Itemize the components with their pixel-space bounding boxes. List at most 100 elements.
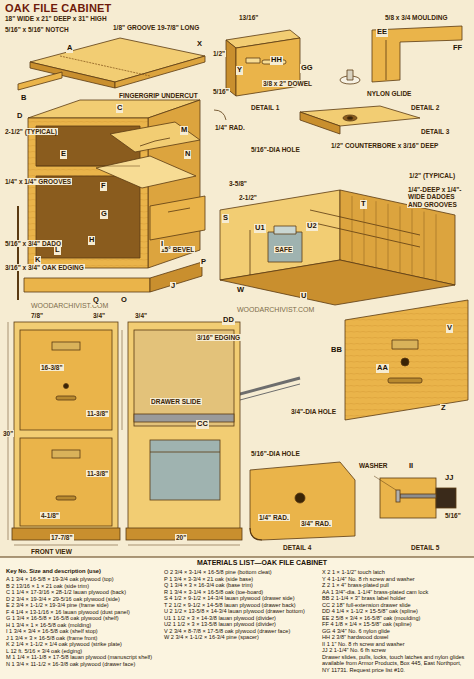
detail-sketches: [347, 70, 353, 80]
table-row: CC 2 18" full-extension drawer slide: [322, 602, 411, 609]
side-view: [150, 440, 220, 500]
callout-letter: T: [360, 200, 367, 209]
table-row: H 1 3/4 × 1 × 16-5/8 oak (molding): [6, 622, 91, 629]
dimension-note: DETAIL 5: [410, 544, 440, 551]
detail-4-5: [380, 478, 436, 518]
callout-letter: CC: [196, 420, 209, 429]
dimension-note: 7/8": [30, 312, 44, 319]
plan-title: OAK FILE CABINET: [4, 2, 112, 15]
table-row: V 2 3/4 × 8-7/8 × 17-5/8 oak plywood (dr…: [164, 628, 290, 635]
dimension-note: 16-3/8": [40, 364, 64, 371]
drawer-exploded: [220, 260, 455, 305]
table-row: O 2 3/4 × 3-1/4 × 16-5/8 pine (bottom cl…: [164, 569, 272, 576]
table-heading: MATERIALS LIST—OAK FILE CABINET: [196, 559, 328, 567]
callout-letter: D: [16, 112, 23, 121]
dimension-note: 15° BEVEL: [160, 246, 195, 253]
table-row: G 1 3/4 × 16-5/8 × 16-5/8 oak plywood (s…: [6, 615, 119, 622]
dimension-note: NYLON GLIDE: [366, 90, 412, 97]
dimension-note: DETAIL 3: [420, 128, 450, 135]
detail-4-5: [295, 493, 305, 503]
table-row: K 2 1/4 × 1-1/2 × 1/4 oak plywood (strik…: [6, 641, 122, 648]
dimension-note: 18" WIDE x 21" DEEP x 31" HIGH: [4, 15, 108, 22]
dimension-note: 13/16": [238, 14, 259, 21]
dimension-note: 1/2" COUNTERBORE x 3/16" DEEP: [330, 142, 439, 149]
dimension-note: 3/4": [134, 312, 148, 319]
table-header: Key No. Size and description (use): [6, 568, 101, 575]
dimension-note: 1/4" RAD.: [214, 124, 246, 131]
table-row: EE 2 5/8 × 3/4 × 16-5/8" oak (moulding): [322, 615, 420, 622]
ground: [0, 0, 474, 557]
callout-letter: DD: [222, 316, 235, 325]
table-row: J 1 3/4 × 3 × 16-5/8 oak (frame front): [6, 635, 97, 642]
front-view: [8, 322, 122, 545]
detail-4-5: [250, 462, 355, 540]
watermark: WOODARCHIVIST.COM: [236, 306, 315, 314]
table-row: A 1 3/4 × 16-5/8 × 19-3/4 oak plywood (t…: [6, 576, 114, 583]
callout-letter: U1: [254, 224, 266, 233]
front-view: [14, 545, 118, 546]
detail-4-5: [400, 494, 436, 498]
callout-letter: Y: [236, 66, 243, 75]
dimension-note: 20": [175, 534, 187, 541]
dimension-note: FINGERGRIP UNDERCUT: [118, 92, 199, 99]
dimension-note: 2-1/2": [238, 194, 258, 201]
dimension-note: DETAIL 1: [250, 104, 280, 111]
dimension-note: FRONT VIEW: [30, 548, 73, 555]
dimension-note: 3/16" EDGING: [196, 334, 241, 341]
callout-letter: AA: [376, 364, 389, 373]
front-view: [64, 384, 69, 389]
dimension-note: 5/16": [444, 512, 462, 519]
cabinet-exploded: [30, 62, 115, 88]
table-row: BB 2 1-1/4 × 3" brass label holder: [322, 595, 406, 602]
side-view: [128, 545, 240, 546]
callout-letter: EE: [376, 28, 388, 37]
callout-letter: W: [236, 286, 245, 295]
dimension-note: 5/16": [212, 88, 230, 95]
cabinet-exploded: [60, 56, 150, 76]
callout-letter: II: [408, 462, 414, 471]
table-rule: [0, 557, 474, 558]
detail-sketches: [214, 110, 226, 120]
table-row: N 1 3/4 × 11-1/2 × 16-3/8 oak plywood (d…: [6, 661, 135, 668]
table-row: U1 1 1/2 × 3 × 14-3/8 lauan plywood (div…: [164, 615, 276, 622]
dimension-note: 3/4"-DIA HOLE: [290, 408, 337, 415]
callout-letter: N: [184, 150, 191, 159]
detail-4-5: [396, 490, 400, 502]
dimension-note: 1/4" x 1/4" GROOVES: [4, 178, 72, 185]
front-view: [20, 330, 112, 430]
table-row: L 12 ft. 5/16 × 3/4 oak (edging): [6, 648, 82, 655]
dimension-note: 5/16"-DIA HOLE: [250, 146, 301, 153]
table-ground: [0, 557, 474, 679]
cabinet-exploded: [18, 38, 205, 300]
callout-letter: S: [222, 214, 229, 223]
cabinet-exploded: [168, 208, 190, 212]
table-row: DD 4 1/4 × 1-1/2 × 15-5/8" oak (spline): [322, 608, 418, 615]
cabinet-exploded: [36, 166, 140, 167]
table-row: P 1 3/4 × 3-3/4 × 21 oak (side base): [164, 576, 253, 583]
dimension-note: 5/8 x 3/4 MOULDING: [384, 14, 449, 21]
table-row: R 1 3/4 × 3-1/4 × 16-5/8 oak (toe-board): [164, 589, 263, 596]
callout-letter: JJ: [444, 474, 454, 483]
table-row: W 2 3/4 × 1-1/2 × 16-3/4 pine (spacer): [164, 634, 259, 641]
table-row: C 1 1/4 × 17-3/16 × 28-1/2 lauan plywood…: [6, 589, 126, 596]
drawer-exploded: [310, 222, 420, 247]
dimension-note: DETAIL 4: [282, 544, 312, 551]
front-view: [52, 342, 80, 350]
drawer-exploded: [388, 378, 422, 383]
dado-grooves: [424, 212, 425, 278]
side-view: [134, 414, 234, 422]
dimension-note: SAFE: [274, 246, 293, 253]
callout-letter: P: [200, 258, 207, 267]
dado-grooves: [376, 201, 377, 267]
table-row: B 2 13/16 × 1 × 21 oak (side trim): [6, 583, 89, 590]
dimension-note: 4-1/8": [40, 512, 60, 519]
table-row: D 2 3/4 × 19-3/4 × 29-5/16 oak plywood (…: [6, 596, 120, 603]
callout-letter: GG: [300, 64, 314, 73]
front-view: [20, 438, 112, 526]
dimension-note: 3/4": [92, 312, 106, 319]
callout-letter: Z: [440, 404, 447, 413]
front-view: [14, 322, 118, 530]
detail-4-5: [374, 476, 396, 490]
dimension-note: 5/16" x 5/16" NOTCH: [4, 26, 70, 33]
detail-sketches: [386, 40, 387, 80]
